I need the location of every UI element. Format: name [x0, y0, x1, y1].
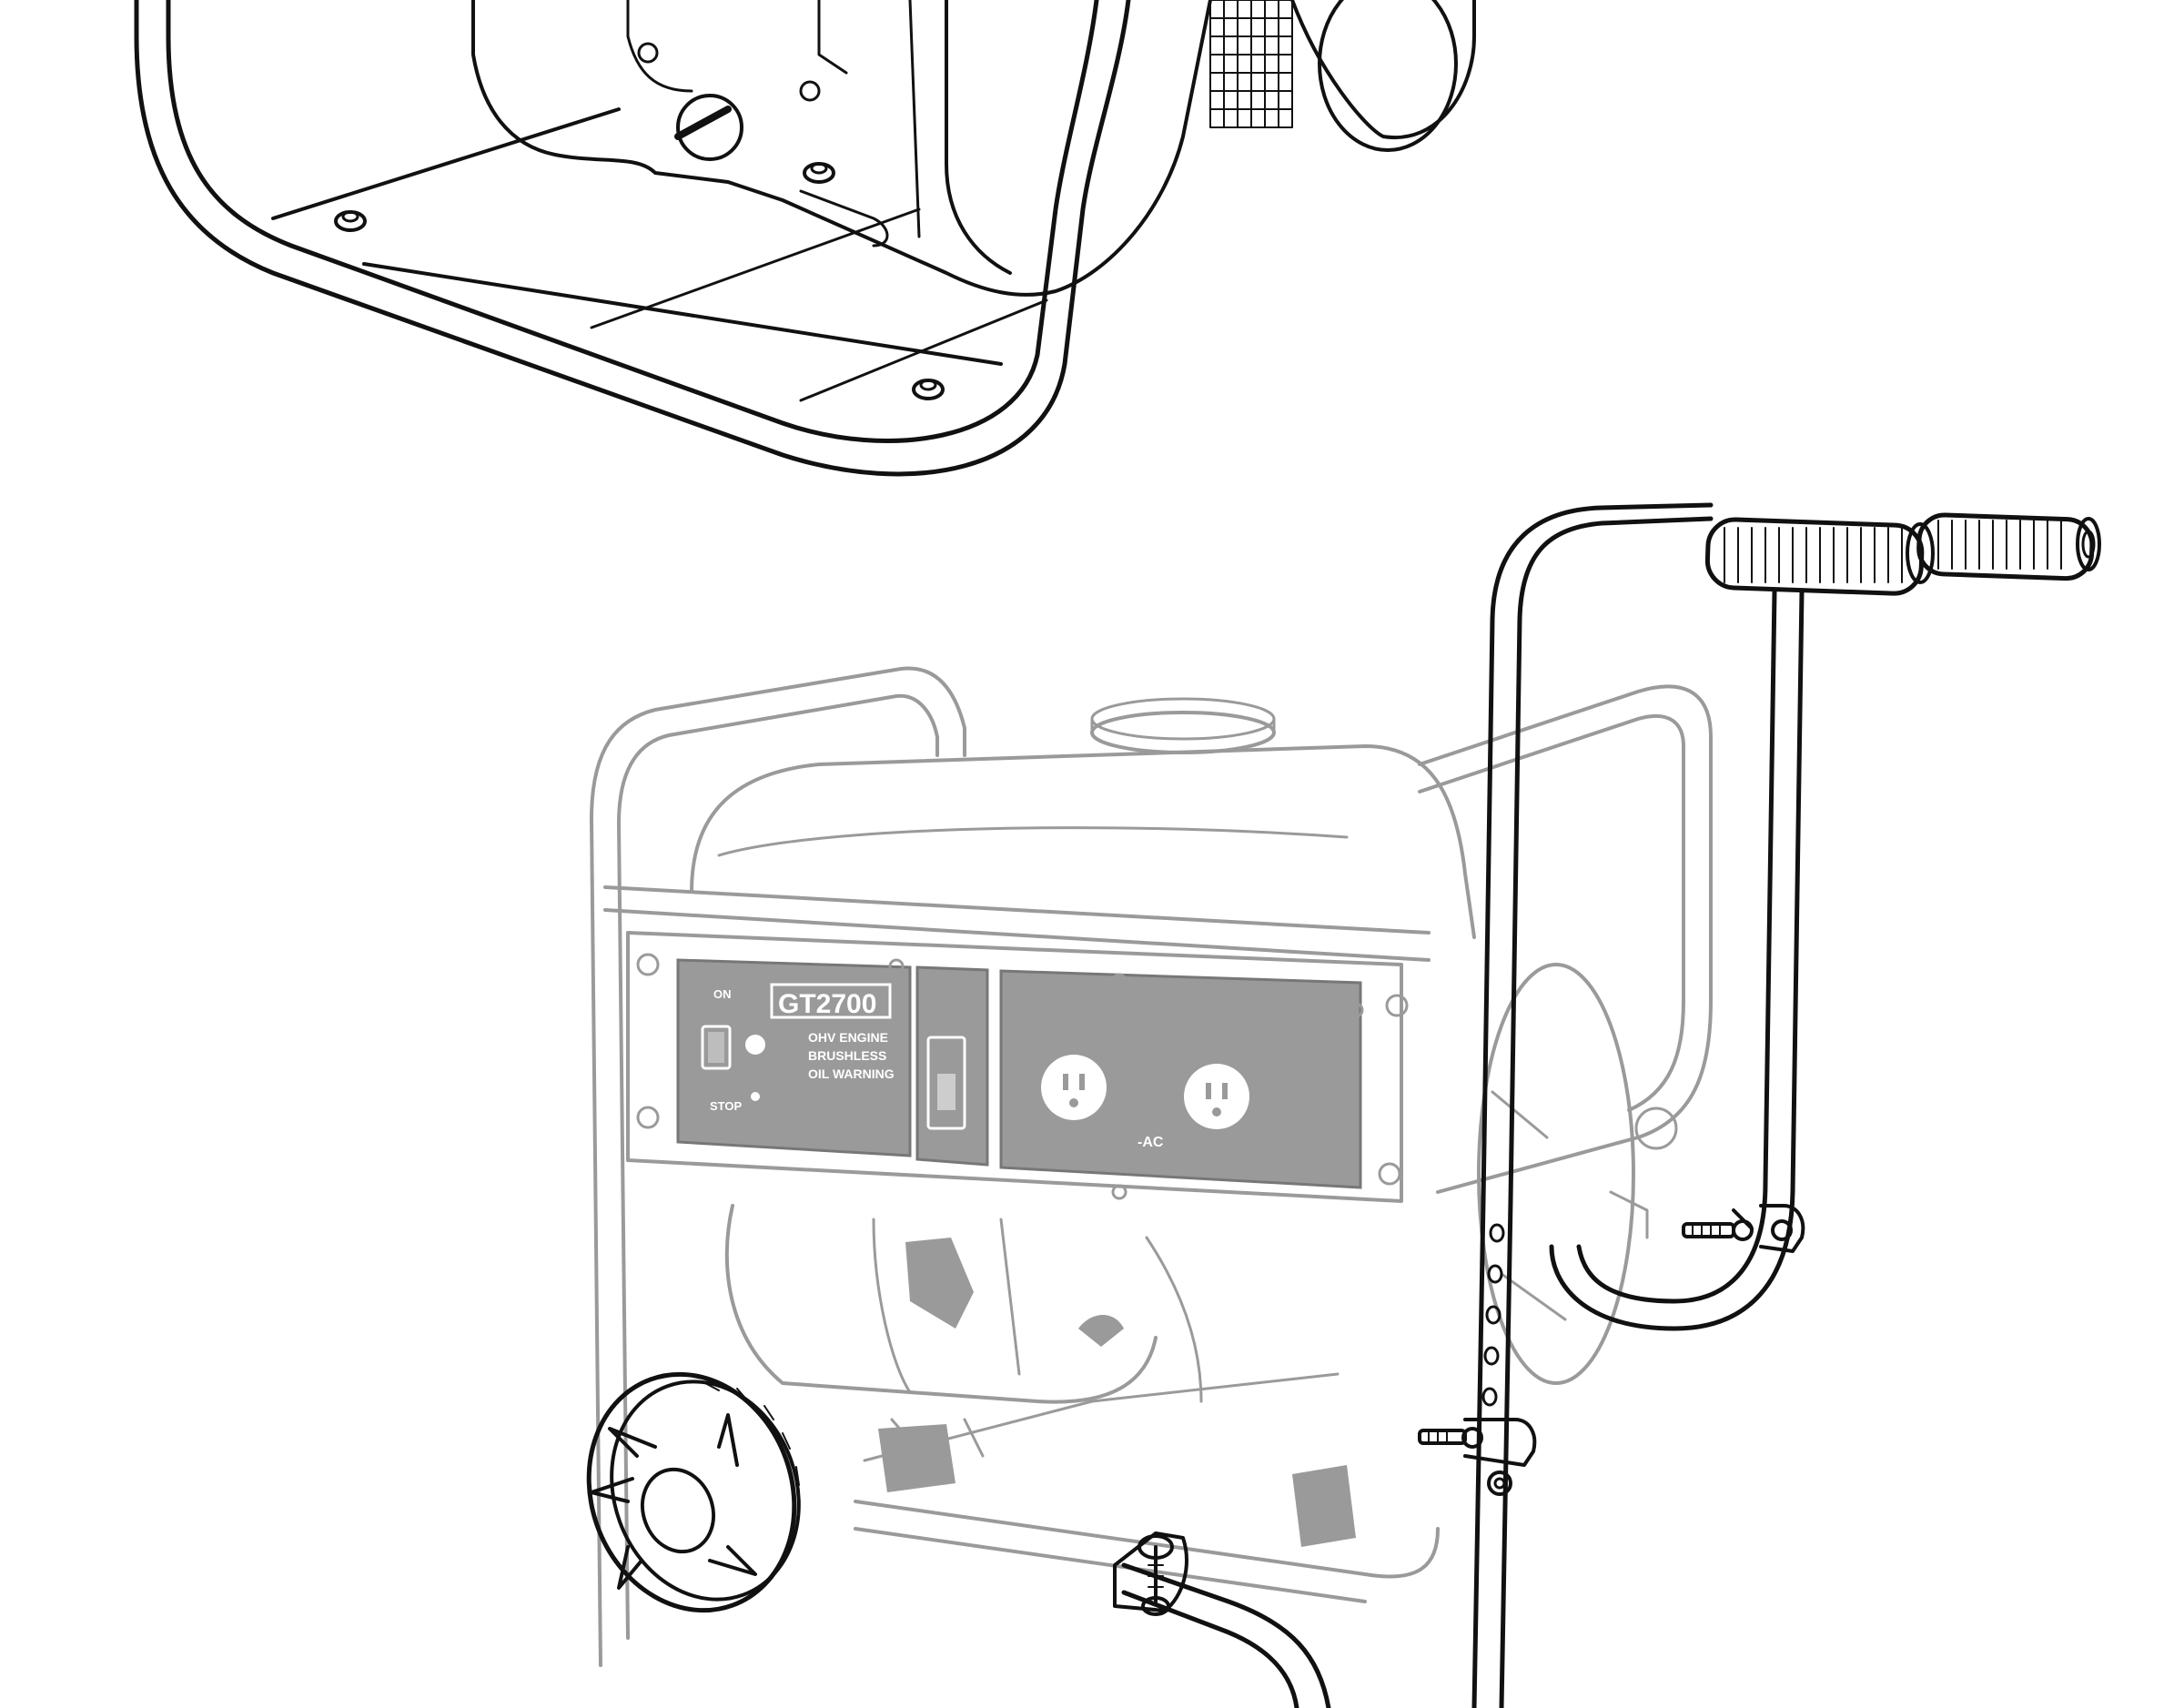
wheel-tread	[704, 1382, 800, 1557]
outlet-label: -AC	[1138, 1135, 1164, 1150]
control-panel: GT2700 OHV ENGINE BRUSHLESS OIL WARNING …	[626, 931, 1409, 1203]
handle-clamp-lower	[1113, 1531, 1188, 1616]
wheel	[586, 1371, 801, 1613]
model-badge: GT2700	[778, 989, 876, 1019]
handle-left-tube	[1499, 516, 1714, 1708]
panel-outlet-plate	[999, 969, 1362, 1189]
handle-bracket-upper	[1682, 1204, 1805, 1253]
top-carburetor	[626, 0, 921, 238]
handle-grip-right	[1916, 512, 2101, 581]
feature-label-3: OIL WARNING	[808, 1066, 895, 1081]
top-base-rail-left	[271, 107, 621, 220]
model-badge-frame	[770, 983, 892, 1019]
feature-label-1: OHV ENGINE	[808, 1030, 888, 1045]
handle-bracket-middle	[1418, 1418, 1537, 1496]
ac-outlet-left	[1041, 1055, 1107, 1120]
engine-switch	[701, 1025, 732, 1070]
top-base-rail-front	[362, 262, 1003, 366]
top-engine-block	[471, 0, 1212, 297]
handle-adjust-holes	[1481, 1223, 1505, 1407]
ghost-engine	[724, 963, 1678, 1547]
panel-left-plate	[676, 958, 912, 1157]
top-frame-tube-inner	[166, 0, 1099, 443]
top-recoil-starter	[1318, 0, 1458, 152]
ghost-front-bar	[603, 885, 1431, 962]
handle-right-tube	[1576, 589, 1777, 1304]
switch-stop-label: STOP	[710, 1099, 742, 1113]
panel-breaker-plate	[915, 965, 989, 1167]
circuit-breaker	[926, 1036, 966, 1130]
top-cooling-grille	[1209, 0, 1293, 128]
indicator-light	[745, 1035, 765, 1055]
top-base-crossbar	[590, 207, 1048, 402]
top-engine-base-link	[799, 189, 889, 248]
top-base-bolt-center	[803, 162, 835, 184]
wheel-hub	[640, 1467, 716, 1554]
top-generator-illustration	[134, 0, 1476, 477]
wheel-spokes	[590, 1413, 757, 1590]
handle-lower-bar	[1121, 1562, 1331, 1708]
top-frame-tube-outer	[134, 0, 1131, 477]
top-base-bolt-left	[334, 210, 367, 232]
ac-outlet-right	[1184, 1064, 1249, 1129]
top-engine-housing-right	[945, 0, 1012, 275]
switch-on-label: ON	[713, 987, 732, 1001]
ghost-frame	[590, 666, 1713, 1667]
ghost-fuel-tank	[690, 697, 1476, 939]
panel-screws	[636, 953, 1409, 1200]
top-base-bolt-right	[912, 379, 945, 400]
top-fuel-valve	[637, 42, 821, 161]
handle-assembly	[1113, 502, 2101, 1708]
oil-indicator-light	[751, 1092, 760, 1101]
feature-label-2: BRUSHLESS	[808, 1048, 886, 1063]
bottom-generator-illustration: GT2700 OHV ENGINE BRUSHLESS OIL WARNING …	[586, 502, 2101, 1708]
handle-grip-left	[1704, 517, 1935, 596]
top-engine-recoil-cover	[1290, 0, 1476, 140]
